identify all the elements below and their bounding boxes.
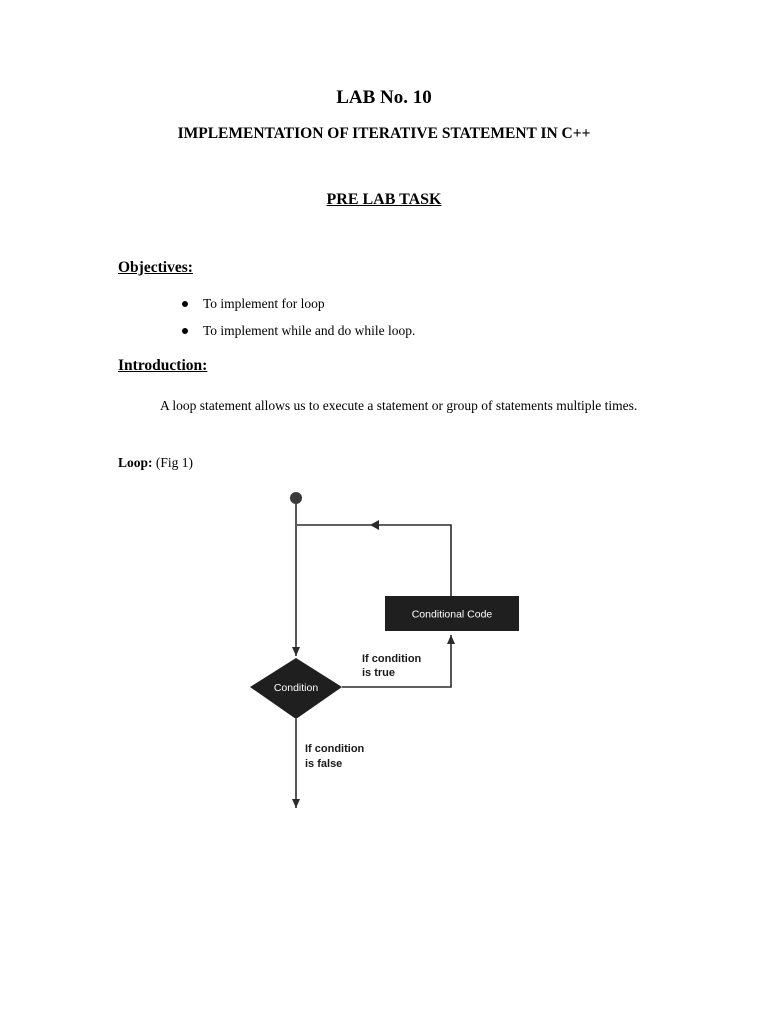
list-item: To implement while and do while loop. bbox=[180, 322, 415, 349]
false-label-line-2: is false bbox=[305, 758, 342, 770]
lab-title: LAB No. 10 bbox=[336, 87, 432, 108]
objectives-heading: Objectives: bbox=[118, 259, 193, 276]
conditional-code-label: Conditional Code bbox=[412, 609, 493, 621]
bullet-icon bbox=[182, 328, 188, 334]
loop-caption: Loop: (Fig 1) bbox=[118, 455, 193, 471]
true-label-line-1: If condition bbox=[362, 653, 422, 665]
pre-lab-heading: PRE LAB TASK bbox=[326, 191, 442, 208]
figure-reference: (Fig 1) bbox=[152, 455, 194, 470]
start-node bbox=[290, 492, 302, 504]
objective-text: To implement while and do while loop. bbox=[203, 323, 416, 338]
arrowhead-loop-back bbox=[370, 520, 379, 530]
condition-diamond bbox=[250, 658, 342, 719]
flow-line-loop-back bbox=[297, 524, 452, 598]
objective-text: To implement for loop bbox=[203, 296, 325, 311]
condition-label: Condition bbox=[274, 682, 319, 694]
conditional-code-box bbox=[385, 596, 519, 631]
flow-line-true bbox=[342, 635, 455, 688]
loop-flowchart: Conditional Code Condition If condition … bbox=[250, 492, 519, 808]
bullet-icon bbox=[182, 301, 188, 307]
introduction-heading: Introduction: bbox=[118, 357, 208, 374]
loop-label: Loop: bbox=[118, 455, 153, 470]
lab-subtitle: IMPLEMENTATION OF ITERATIVE STATEMENT IN… bbox=[177, 125, 591, 142]
false-label-line-1: If condition bbox=[305, 743, 365, 755]
true-label-line-2: is true bbox=[362, 667, 395, 679]
introduction-paragraph: A loop statement allows us to execute a … bbox=[160, 398, 638, 413]
list-item: To implement for loop bbox=[180, 295, 415, 322]
objectives-list: To implement for loop To implement while… bbox=[180, 295, 415, 349]
